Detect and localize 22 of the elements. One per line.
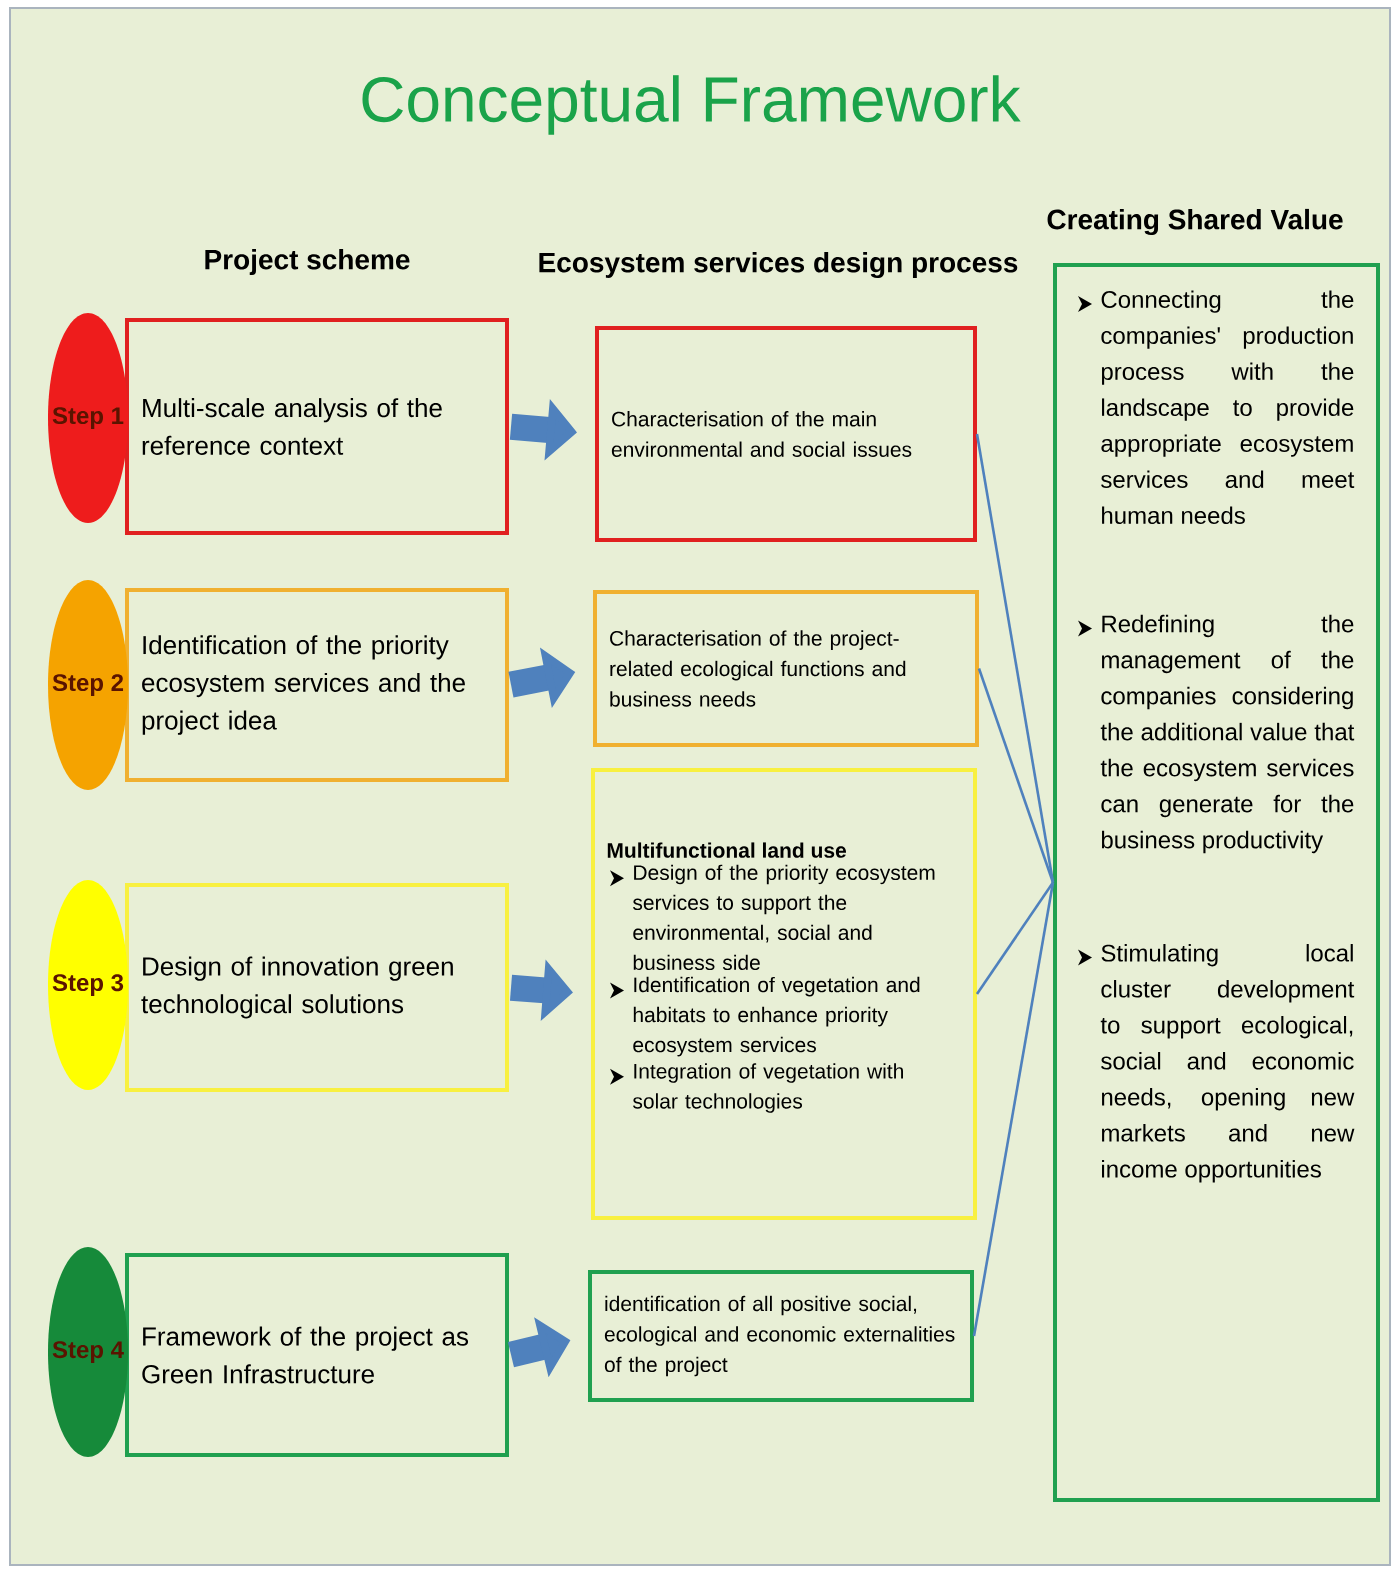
- bullet-text: Design of the priority ecosystem services to support the environmental, social and business side: [633, 864, 935, 971]
- column-header: Project scheme: [205, 248, 410, 276]
- connector-line: [972, 882, 1055, 1337]
- bullet-text: Redefining the management of the companies considering the additional value that the ecosystem services can generate for the business productivity: [1100, 614, 1355, 854]
- step-box: Design of innovation green technological solutions: [125, 883, 509, 1092]
- process-box: identification of all positive social, ecological and economic externalities of the project: [588, 1270, 974, 1402]
- process-box: Characterisation of the main environmental and social issues: [595, 326, 977, 542]
- connector-line: [975, 881, 1055, 995]
- bullet-text: Stimulating local cluster development to support ecological, social and economic needs, opening new markets and new income opportunities: [1100, 944, 1355, 1183]
- bullet-text: Connecting the companies' production process with the landscape to provide appropriate ecosystem services and meet human needs: [1101, 290, 1355, 524]
- step-box: Framework of the project as Green Infrastructure: [125, 1253, 509, 1457]
- process-box: Characterisation of the project-related ecological functions and business needs: [593, 590, 979, 747]
- box-heading: Multifunctional land use: [607, 842, 846, 858]
- box-heading: Creating Shared Value: [1047, 208, 1343, 236]
- bullet-text: Integration of vegetation with solar technologies: [633, 1063, 903, 1113]
- connector-line: [977, 668, 1055, 883]
- title: Conceptual Framework: [362, 75, 1021, 135]
- bullet-text: Identification of vegetation and habitats to enhance priority ecosystem services: [633, 976, 920, 1057]
- step-box: Identification of the priority ecosystem services and the project idea: [125, 588, 509, 782]
- step-box: Multi-scale analysis of the reference context: [125, 318, 509, 535]
- connector-line: [975, 433, 1055, 883]
- column-header: Ecosystem services design process: [539, 251, 1018, 279]
